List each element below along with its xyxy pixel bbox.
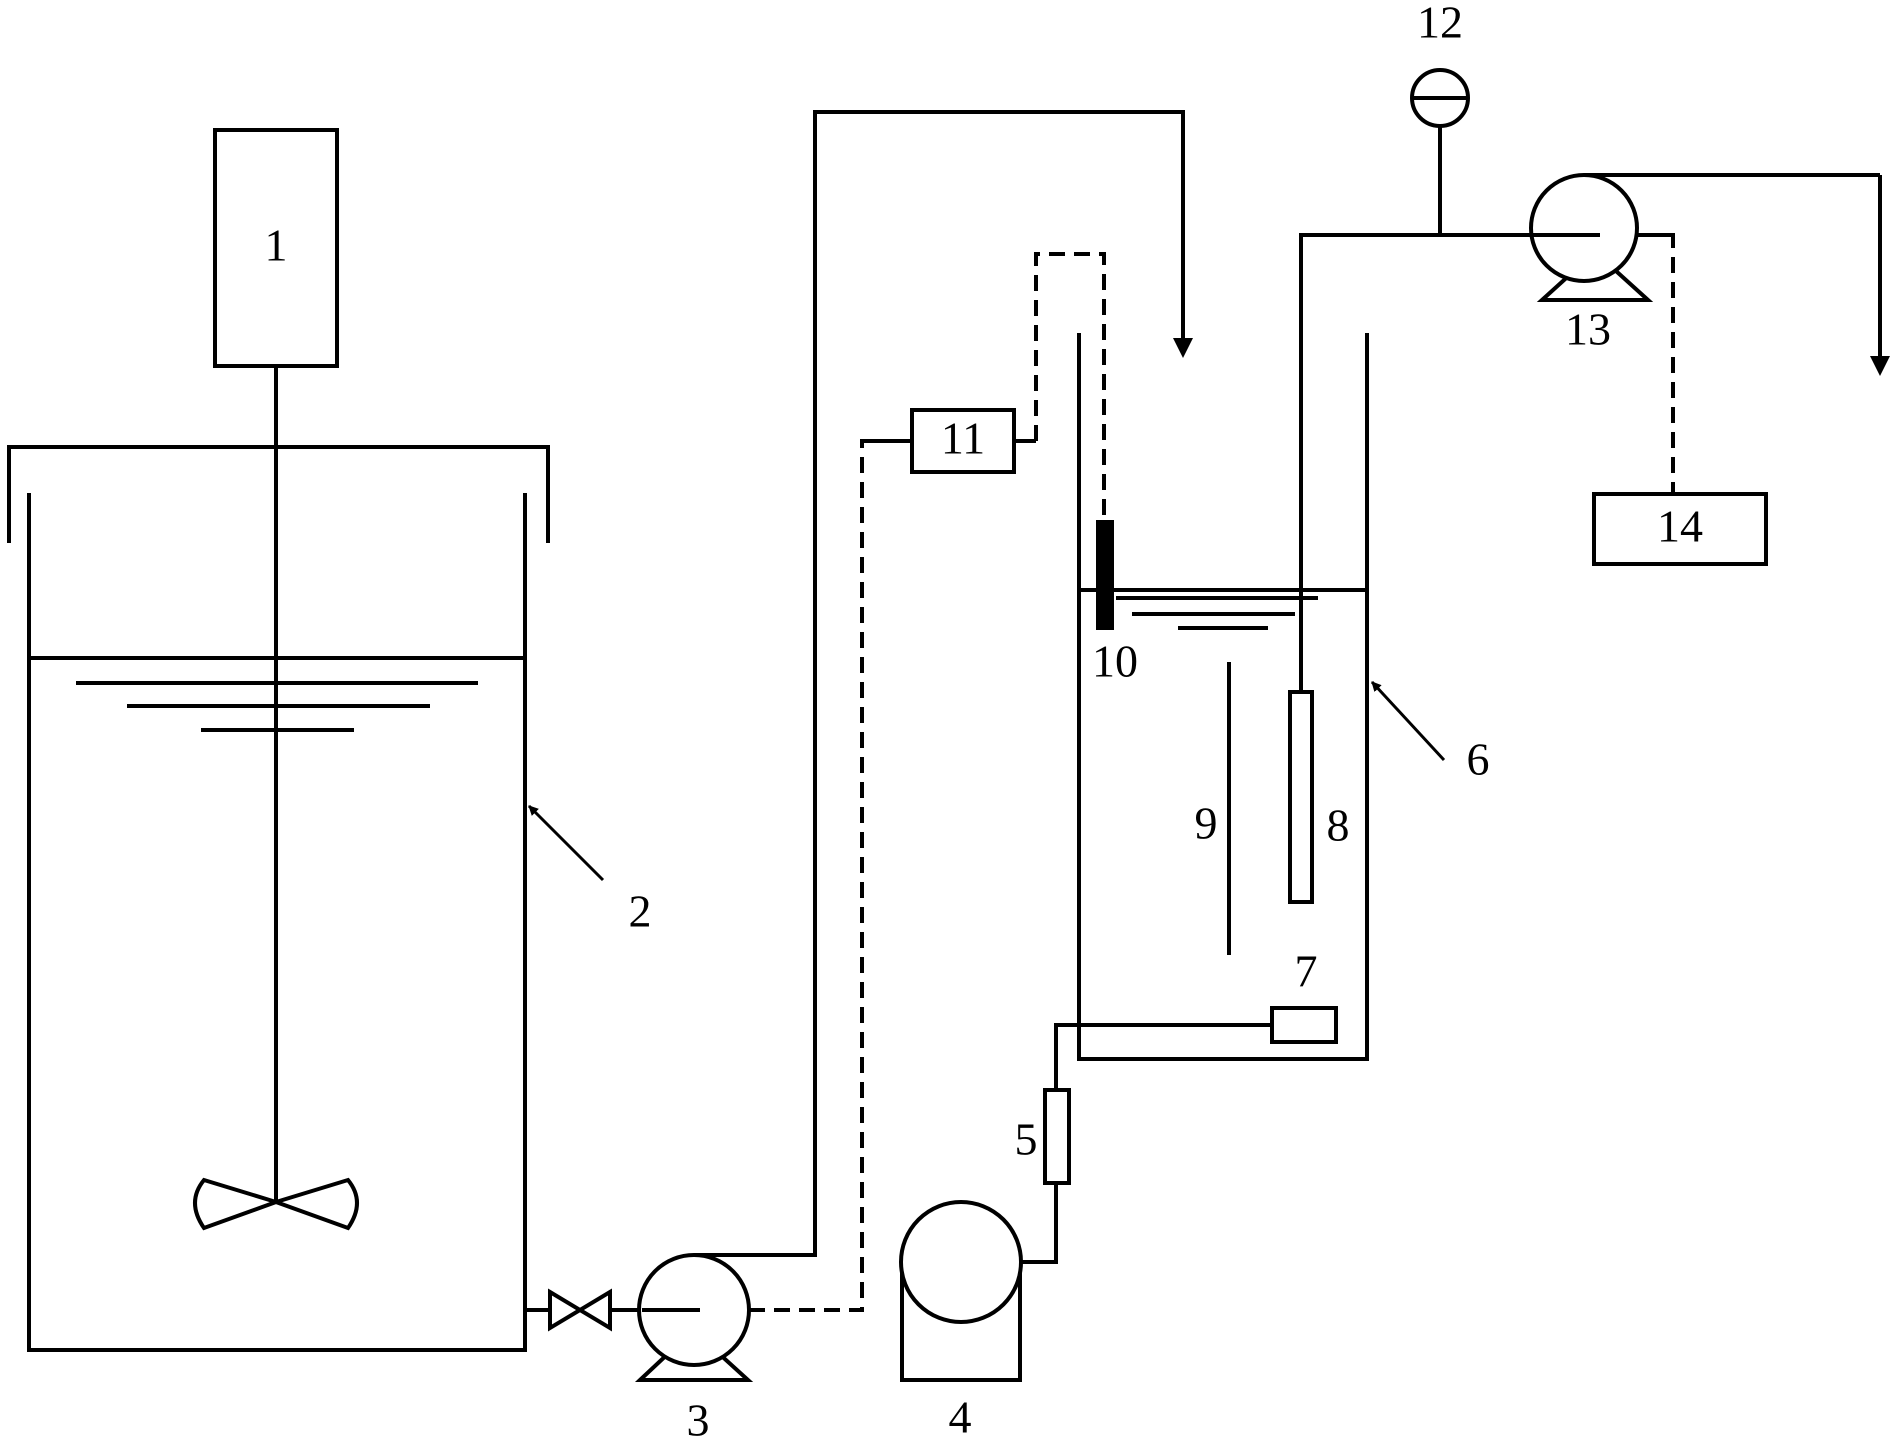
label-14: 14 — [1657, 501, 1703, 552]
air-line-lower — [1020, 1183, 1058, 1264]
air-pump-4-body — [899, 1200, 1023, 1324]
label-13: 13 — [1565, 304, 1611, 355]
label-10: 10 — [1092, 636, 1138, 687]
feed-pump: 3 — [634, 1253, 754, 1446]
label-12: 12 — [1417, 0, 1463, 48]
signal-line-controller-probe — [1034, 252, 1106, 524]
tank-body — [27, 493, 527, 1352]
flow-meter-5 — [1043, 1088, 1071, 1185]
stirred-tank: 2 — [7, 366, 652, 1352]
pump-13-body — [1529, 173, 1639, 283]
permeate-line — [1299, 233, 1596, 692]
reactor: 6 — [1077, 333, 1490, 1061]
pointer-arrow-6 — [1370, 680, 1446, 762]
tank-lid — [7, 445, 550, 543]
aeration-unit: 4 5 7 — [899, 946, 1338, 1443]
reactor-body — [1077, 333, 1369, 1061]
feed-line-arrowhead — [1173, 338, 1193, 358]
label-9: 9 — [1195, 798, 1218, 849]
valve-right-triangle — [576, 1288, 612, 1332]
valve-left-triangle — [548, 1288, 584, 1332]
label-11: 11 — [941, 413, 985, 464]
label-8: 8 — [1327, 800, 1350, 851]
impeller-blade-right — [269, 1177, 359, 1231]
label-6: 6 — [1467, 734, 1490, 785]
outlet-valve — [525, 1288, 642, 1332]
label-4: 4 — [949, 1392, 972, 1443]
signal-line-pump3-controller — [749, 439, 910, 1312]
label-5: 5 — [1015, 1114, 1038, 1165]
recorder-box — [1592, 492, 1768, 566]
air-line-upper — [1054, 1023, 1272, 1090]
recorder-unit: 14 — [1592, 492, 1768, 566]
plate-unit: 9 — [1195, 662, 1231, 955]
pressure-gauge: 12 — [1410, 0, 1470, 235]
controller-unit: 11 — [870, 408, 1036, 474]
label-7: 7 — [1295, 946, 1318, 997]
label-3: 3 — [687, 1395, 710, 1446]
discharge-arrowhead — [1870, 356, 1890, 376]
diffuser-7 — [1270, 1006, 1338, 1044]
pointer-arrow-2 — [527, 804, 605, 882]
membrane-module-8 — [1288, 690, 1314, 904]
suction-pump: 13 — [1529, 173, 1880, 355]
probe-10 — [1096, 520, 1114, 630]
impeller-blade-left — [193, 1177, 283, 1231]
membrane-unit: 8 — [1288, 233, 1596, 904]
motor-unit: 1 — [213, 128, 339, 368]
probe-unit: 10 — [1092, 520, 1138, 687]
feed-line — [694, 110, 1185, 1257]
label-2: 2 — [629, 886, 652, 937]
label-1: 1 — [265, 220, 288, 271]
signal-line-pump13-recorder — [1670, 233, 1675, 494]
